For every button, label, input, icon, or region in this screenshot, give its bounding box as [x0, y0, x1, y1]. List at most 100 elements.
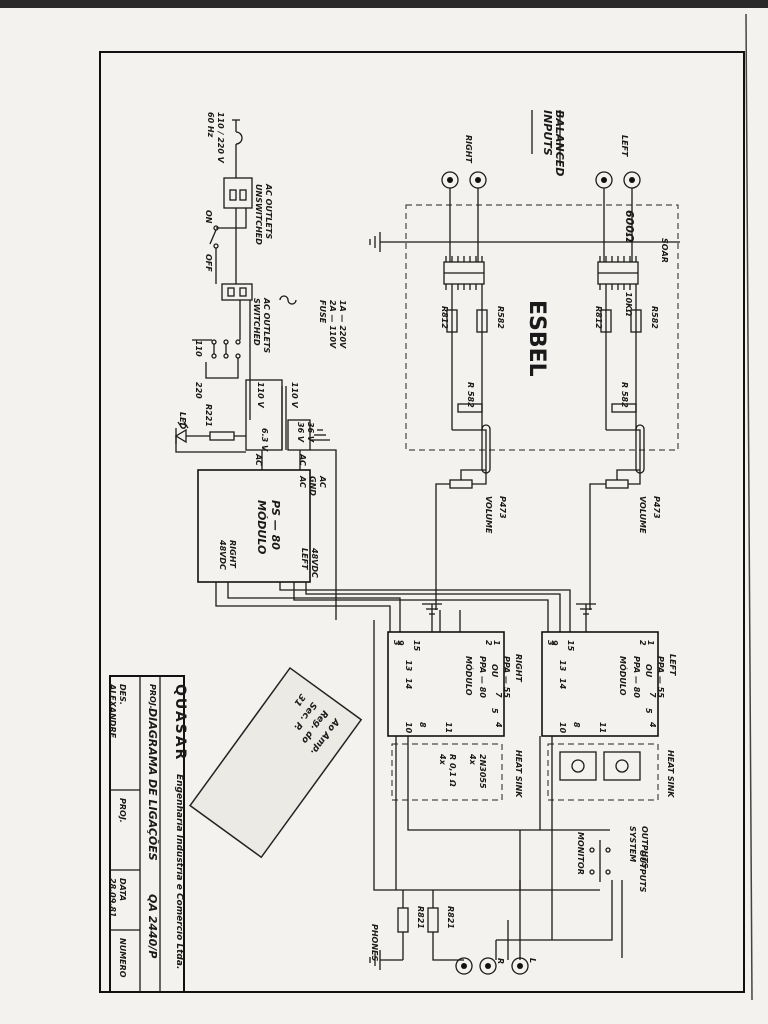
input-jacks: [441, 171, 641, 189]
resistor-r362-right: [457, 403, 483, 413]
date-label: DATA: [118, 878, 127, 901]
amp-left-pin-1: 1: [646, 640, 655, 646]
amp-right-heatsink: HEAT SINK: [514, 750, 523, 798]
input-board-outline: [405, 204, 679, 451]
amp-right-pin-1: 1: [492, 640, 501, 646]
led-label: LED: [178, 412, 187, 430]
mains-frequency: 60 Hz: [206, 112, 215, 138]
input-left-label: LEFT: [620, 135, 629, 157]
amp-right-pin-15: 15: [412, 640, 421, 652]
ps80-out-48b: 48VDC: [218, 539, 227, 570]
volume-right-value: P473: [498, 496, 507, 519]
phones-resistor-1: [427, 907, 439, 933]
phones-label: PHONES: [370, 924, 379, 962]
fuse-2a: 2A — 110V: [328, 300, 337, 349]
ground-symbol-ps: [310, 429, 330, 441]
ps80-model: PS — 80: [269, 500, 282, 550]
ground-symbol-inputs: [369, 232, 381, 252]
amp-left-ou: OU: [644, 664, 653, 678]
hs-note-4: R 0,1 Ω: [448, 754, 457, 787]
volume-right-label: VOLUME: [484, 496, 493, 534]
drawing-frame: [99, 51, 745, 993]
amp-right-pin-10: 10: [404, 722, 413, 734]
amp-right-pin-4: 4: [494, 721, 503, 728]
amp-right-model2: PPA — 55: [502, 656, 511, 698]
amp-left-pin-5: 5: [644, 708, 653, 714]
jack-r: R: [496, 958, 505, 964]
led-resistor: [209, 431, 235, 441]
date-value: 28.09.81: [108, 878, 117, 917]
drawing-title: DIAGRAMA DE LIGAÇÕES: [146, 708, 159, 861]
sec-36v-b: 36 V: [306, 422, 315, 443]
input-right-label: RIGHT: [464, 135, 473, 163]
fuse-label: FUSE: [318, 300, 327, 324]
ps80-out-48: 48VDC: [310, 547, 319, 578]
amp-left-pin-4: 4: [648, 721, 657, 728]
balanced-inputs-heading: BALANCED INPUTS: [541, 110, 566, 176]
fuse-symbol: [279, 295, 297, 305]
resistor-r582-left: [630, 309, 642, 333]
amp-right-pin-7: 7: [494, 692, 503, 698]
inputs-heading: INPUTS: [541, 110, 554, 156]
amp-right-pin-14: 14: [404, 678, 413, 690]
phones-r1: R821: [446, 906, 455, 929]
sec-36v-a: 36 V: [296, 422, 305, 443]
label-r582-left: R582: [650, 306, 659, 329]
volume-left-label: VOLUME: [638, 496, 647, 534]
amp-left-pin-10: 10: [558, 722, 567, 734]
sec-6v3: 6.3 V: [260, 428, 269, 452]
fuse-1a: 1A — 220V: [338, 300, 347, 349]
amp-right-title: MÓDULO: [464, 656, 475, 696]
company-subtitle: Engenharia Indústria e Comércio Ltda.: [174, 774, 185, 969]
note-card: Ao Amp. Reg. do Sec. P. 31: [189, 666, 363, 859]
system-label: SYSTEM: [628, 826, 637, 862]
amp-right-pin-8: 8: [418, 722, 427, 728]
amp-right-pin-13: 13: [404, 660, 413, 672]
amp-left-pin-13: 13: [558, 660, 567, 672]
label-r362-right: R 582: [466, 382, 475, 408]
volume-pot-left: [589, 469, 641, 610]
switched-outlet: [221, 283, 253, 301]
ps80-out-left: LEFT: [300, 548, 309, 570]
unswitched-outlet: [223, 177, 253, 209]
impedance-600: 600Ω: [623, 210, 636, 242]
amp-left-pin-7: 7: [648, 692, 657, 698]
voltage-selector: [205, 339, 241, 379]
phones-r2: R821: [416, 906, 425, 929]
ps80-title: MÓDULO: [255, 500, 268, 554]
amp-right-model: PPA — 80: [478, 656, 487, 698]
volume-pot-right: [435, 469, 487, 610]
outputs-label: OUTPUTS: [640, 826, 649, 869]
output-jacks: [455, 957, 529, 975]
label-r812-right: R812: [440, 306, 449, 329]
amp-left-pin-2: 2: [638, 640, 647, 646]
input-transformer-left: [597, 256, 639, 290]
monitor-label: MONITOR: [576, 832, 585, 875]
ps80-out-right: RIGHT: [228, 540, 237, 568]
ac-tap-2: AC: [254, 453, 263, 466]
impedance-10k: 10KΩ: [624, 292, 633, 316]
label-r582-right: R582: [496, 306, 505, 329]
ac-tap-1: AC: [298, 453, 307, 466]
hs-note-3: 4x: [438, 753, 447, 766]
output-switch: [589, 840, 611, 882]
paper-fold: [745, 13, 753, 1001]
number-label: NUMERO: [118, 938, 127, 978]
scan-top-edge: [0, 0, 768, 8]
esbel-stamp: ESBEL: [524, 300, 549, 377]
volume-left-value: P473: [652, 496, 661, 519]
resistor-r582-right: [476, 309, 488, 333]
amp-right-pin-9: 9: [396, 640, 405, 646]
switch-off: OFF: [204, 254, 213, 272]
switch-on: ON: [204, 210, 213, 224]
amp-left-pin-9: 9: [550, 640, 559, 646]
designer-label: DES.: [118, 684, 127, 705]
proj-label: PROJ.: [118, 798, 127, 823]
led-resistor-label: R221: [204, 404, 213, 427]
project-label: PROJ.: [148, 684, 157, 709]
amp-left-pin-11: 11: [598, 722, 607, 733]
amp-right-side: RIGHT: [514, 654, 523, 682]
amp-left-pin-14: 14: [558, 678, 567, 690]
mains-voltage: 110 / 220 V: [216, 112, 225, 164]
